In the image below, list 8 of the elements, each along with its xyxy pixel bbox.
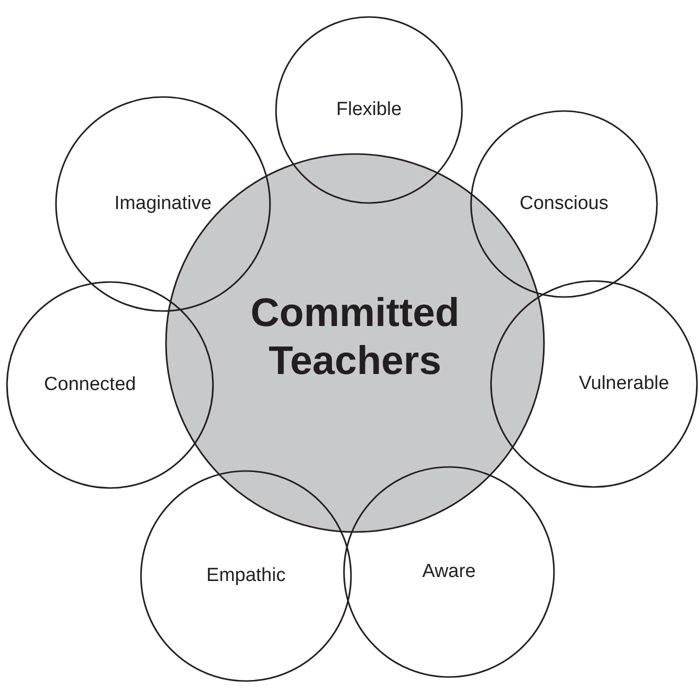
node-label: Empathic: [206, 565, 286, 586]
node-label: Aware: [422, 561, 476, 582]
center-label: Committed Teachers: [250, 291, 460, 383]
node-label: Flexible: [336, 99, 402, 120]
node-label: Imaginative: [114, 193, 212, 214]
node-label: Vulnerable: [578, 373, 670, 394]
node-label: Connected: [44, 374, 136, 395]
node-label: Conscious: [520, 193, 608, 214]
